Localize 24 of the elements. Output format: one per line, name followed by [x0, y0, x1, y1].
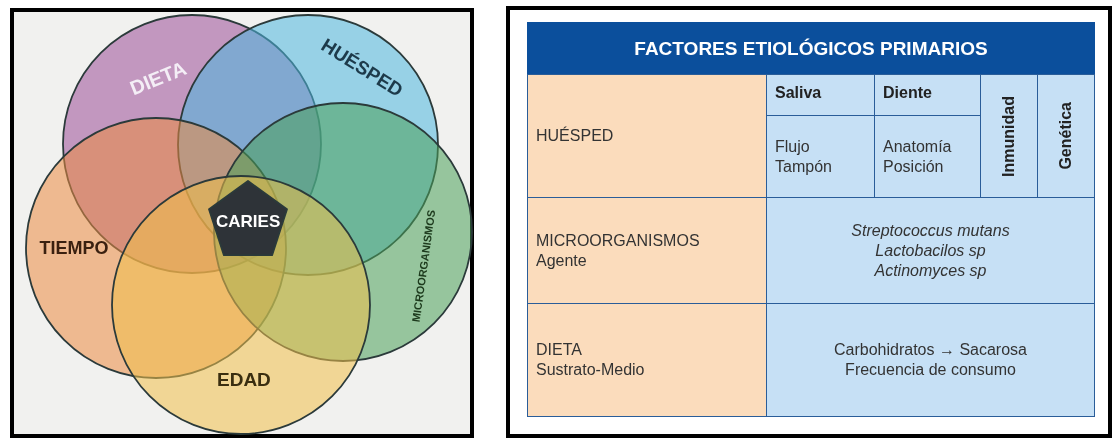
set-label: EDAD: [217, 369, 271, 391]
cell-text: Frecuencia de consumo: [845, 360, 1016, 380]
cell-text: Agente: [536, 250, 587, 271]
cell-text: DIETA: [536, 340, 582, 360]
species-name: Lactobacilos sp: [875, 240, 986, 261]
cell-text: Flujo: [775, 136, 810, 157]
table-heading: FACTORES ETIOLÓGICOS PRIMARIOS: [634, 38, 988, 59]
cell-text: Anatomía: [883, 136, 952, 157]
species-name: Actinomyces sp: [874, 260, 987, 281]
set-circle: [111, 175, 371, 435]
column-heading: Genética: [1056, 102, 1075, 170]
cell-text: Carbohidratos → Sacarosa: [834, 340, 1027, 360]
cell-text: Posición: [883, 156, 944, 177]
species-name: Streptococcus mutans: [851, 220, 1010, 241]
set-label: TIEMPO: [39, 237, 109, 259]
set-label: DIETA: [126, 56, 190, 100]
cell-text: Tampón: [775, 156, 832, 177]
set-label: CARIES: [216, 212, 281, 232]
column-heading: Inmunidad: [999, 95, 1018, 177]
column-heading: Saliva: [775, 83, 822, 103]
cell-text: MICROORGANISMOS: [536, 230, 700, 251]
column-heading: Diente: [883, 83, 932, 103]
cell-text: Sustrato-Medio: [536, 360, 645, 380]
cell-text: HUÉSPED: [536, 126, 614, 146]
